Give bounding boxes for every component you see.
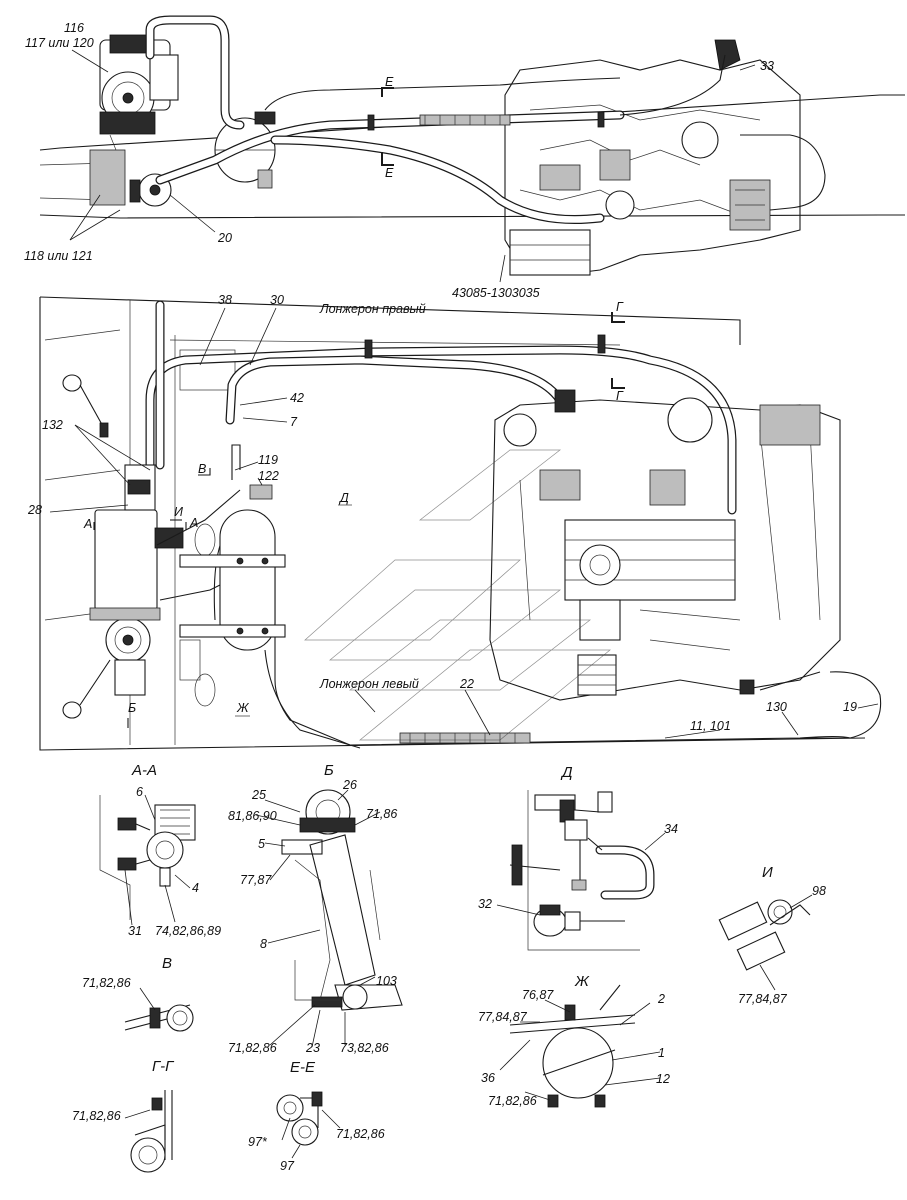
callout-7: 7 [290, 415, 298, 429]
heater-unit-main [89, 464, 241, 696]
marker-i: И [174, 505, 183, 519]
engine-block-top [504, 39, 801, 276]
watermark-logo [304, 449, 611, 741]
detail-zh-callout-2: 2 [657, 992, 665, 1006]
detail-aa-callout-31: 31 [128, 924, 142, 938]
callout-118-121: 118 или 121 [24, 249, 93, 263]
detail-b-callout-81: 81,86,90 [228, 809, 277, 823]
longeron-right-label: Лонжерон правый [319, 302, 426, 316]
detail-b-callout-25: 25 [251, 788, 266, 802]
frame-edge-top [39, 296, 741, 345]
detail-gg-title: Г-Г [152, 1058, 175, 1075]
top-view: Е Е 116 117 или 120 33 20 118 или 121 43… [24, 15, 905, 300]
detail-ee-callout-97s: 97* [248, 1135, 268, 1149]
detail-d-title: Д [560, 764, 573, 781]
detail-zh-callout-12: 12 [656, 1072, 670, 1086]
detail-i: И 98 77,84,87 [718, 864, 826, 1006]
detail-i-title: И [762, 864, 773, 881]
detail-v-callout-71: 71,82,86 [82, 976, 131, 990]
detail-ee-title: Е-Е [290, 1059, 316, 1076]
callout-11-101: 11, 101 [690, 719, 731, 733]
detail-aa-callout-4: 4 [192, 881, 199, 895]
fuel-lines-main [145, 300, 882, 749]
detail-b-title: Б [324, 762, 334, 779]
detail-gg: Г-Г 71,82,86 [72, 1058, 175, 1173]
detail-aa-title: А-А [131, 762, 157, 779]
fuel-lines-top [145, 15, 826, 224]
callout-20: 20 [217, 231, 232, 245]
detail-v: В 71,82,86 [82, 955, 194, 1032]
callout-38: 38 [218, 293, 232, 307]
detail-i-callout-98: 98 [812, 884, 826, 898]
detail-b-callout-23: 23 [305, 1041, 320, 1055]
detail-aa-callout-74: 74,82,86,89 [155, 924, 221, 938]
callout-117-120: 117 или 120 [25, 36, 94, 50]
callout-119: 119 [258, 453, 278, 467]
detail-b-callout-26: 26 [342, 778, 357, 792]
detail-b-callout-103: 103 [376, 974, 397, 988]
detail-gg-callout-71: 71,82,86 [72, 1109, 121, 1123]
callout-28: 28 [27, 503, 42, 517]
detail-b-callout-71b: 71,82,86 [228, 1041, 277, 1055]
callout-132: 132 [42, 418, 63, 432]
marker-a-right: А [189, 516, 198, 530]
detail-i-callout-77: 77,84,87 [738, 992, 788, 1006]
marker-zh: Ж [236, 701, 250, 715]
marker-a-left: А [83, 517, 92, 531]
detail-zh-callout-77: 77,84,87 [478, 1010, 528, 1024]
detail-zh-callout-36: 36 [481, 1071, 495, 1085]
callout-116: 116 [64, 21, 84, 35]
detail-aa-callout-6: 6 [136, 785, 143, 799]
longeron-left-label: Лонжерон левый [319, 677, 419, 691]
section-e-top-label: Е [385, 75, 394, 89]
callout-130: 130 [766, 700, 787, 714]
detail-b-callout-8: 8 [260, 937, 267, 951]
marker-v: В [198, 462, 206, 476]
marker-g-bottom: Г [616, 389, 624, 403]
engine-block-main [489, 389, 841, 701]
detail-b-callout-71a: 71,86 [366, 807, 397, 821]
detail-ee-callout-97: 97 [280, 1159, 295, 1173]
part-number: 43085-1303035 [452, 286, 540, 300]
detail-b-callout-77: 77,87 [240, 873, 272, 887]
detail-aa: А-А 6 4 31 74,82,86,89 [99, 762, 221, 938]
detail-b-callout-5: 5 [258, 837, 265, 851]
detail-zh-callout-1: 1 [658, 1046, 665, 1060]
detail-v-title: В [162, 955, 172, 972]
crossmember [44, 329, 236, 719]
detail-b: Б 25 26 81,86,90 71,86 5 77,87 8 103 71,… [228, 762, 403, 1055]
detail-d: Д 34 32 [478, 764, 678, 951]
detail-d-callout-34: 34 [664, 822, 678, 836]
marker-b: Б [128, 701, 136, 715]
callout-33: 33 [760, 59, 774, 73]
callout-30: 30 [270, 293, 284, 307]
detail-zh: Ж 76,87 2 77,84,87 1 36 12 71,82,86 [478, 973, 670, 1108]
marker-d: Д [338, 491, 349, 505]
detail-zh-title: Ж [574, 973, 590, 990]
callout-22: 22 [459, 677, 474, 691]
fuel-filter-main [179, 484, 286, 651]
detail-ee: Е-Е 97* 71,82,86 97 [248, 1059, 385, 1173]
main-view: Г Г В Д А А И Б Ж Лонжерон правый Лонжер… [27, 293, 882, 751]
callout-122: 122 [258, 469, 279, 483]
detail-zh-callout-71: 71,82,86 [488, 1094, 537, 1108]
detail-ee-callout-71: 71,82,86 [336, 1127, 385, 1141]
detail-zh-callout-76: 76,87 [522, 988, 554, 1002]
section-e-bottom-label: Е [385, 166, 394, 180]
callout-19: 19 [843, 700, 857, 714]
marker-g-top: Г [616, 300, 624, 314]
detail-d-callout-32: 32 [478, 897, 492, 911]
frame-edge-bottom [39, 297, 866, 751]
callout-42: 42 [290, 391, 304, 405]
detail-b-callout-73: 73,82,86 [340, 1041, 389, 1055]
